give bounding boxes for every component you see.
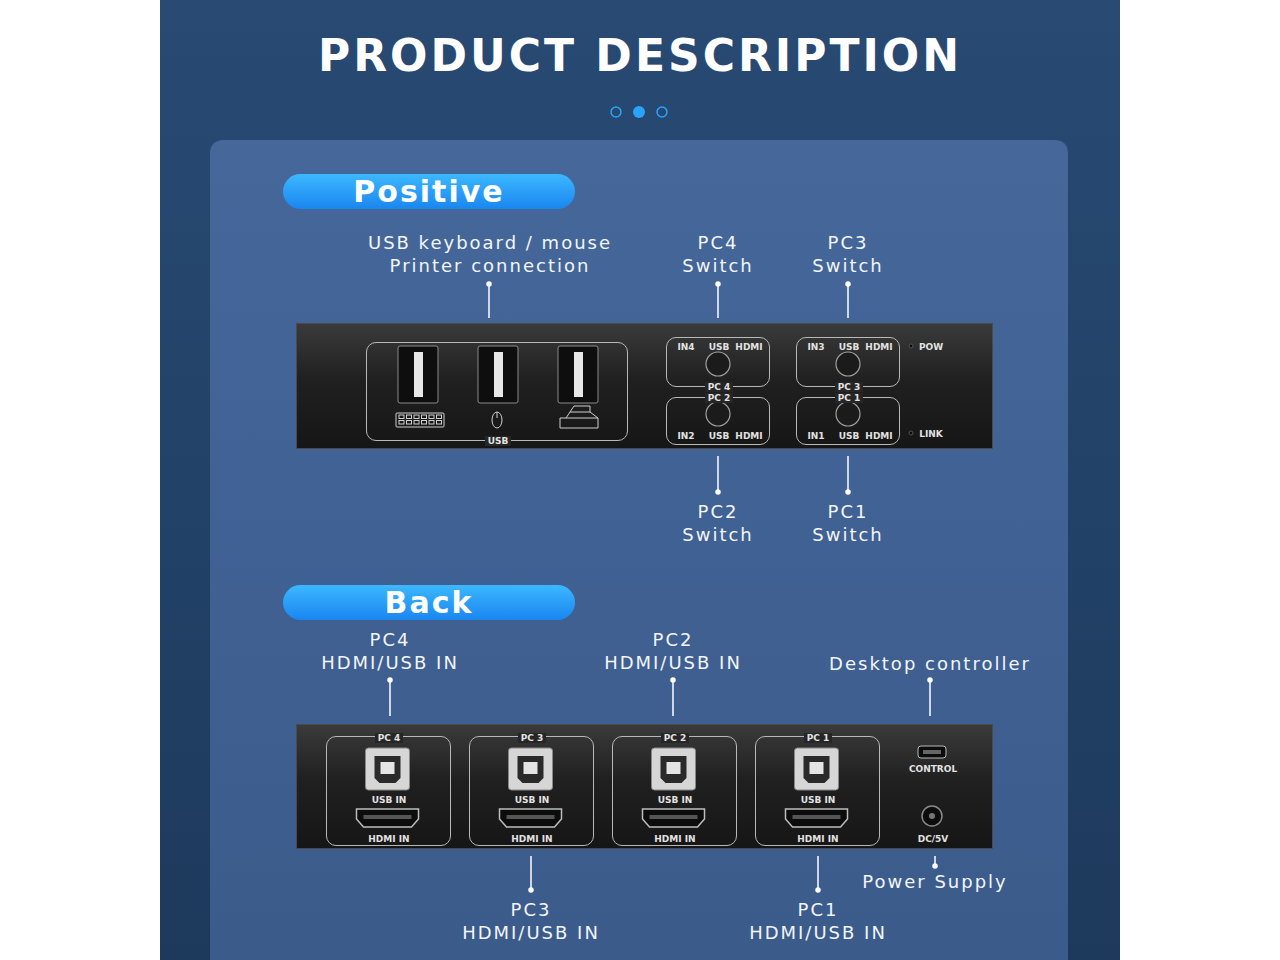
usb-b-tongue — [810, 762, 824, 774]
panel-label: IN1 — [807, 431, 824, 442]
switch-buttons — [706, 352, 860, 426]
usb-b-port — [652, 748, 696, 790]
hdmi-port — [357, 809, 419, 827]
callout-label: PC3 HDMI/USB IN — [439, 898, 623, 944]
usb-b-port — [366, 748, 410, 790]
page-dot — [633, 106, 645, 118]
callout-label: PC1 Switch — [789, 500, 907, 546]
hdmi-port — [643, 809, 705, 827]
panel-label: USB — [485, 436, 512, 447]
panel-label: USB IN — [515, 795, 550, 806]
section-pill: Back — [283, 585, 575, 620]
key — [399, 415, 404, 419]
panel-label: DC/5V — [918, 834, 949, 845]
panel-label: PC 1 — [835, 393, 864, 404]
usb-b-port — [509, 748, 553, 790]
key — [429, 415, 434, 419]
panel-label: PC 4 — [705, 382, 734, 393]
hdmi-contacts — [793, 815, 841, 819]
usb-b-tongue — [524, 762, 538, 774]
leds — [909, 344, 913, 435]
usb-a-ports — [398, 346, 598, 403]
panel-label: HDMI IN — [797, 834, 838, 845]
panel-label: IN4 — [677, 342, 694, 353]
panel-label: POW — [919, 342, 943, 353]
page-dot — [657, 107, 667, 117]
panel-label: PC 4 — [375, 733, 404, 744]
callout-label: PC3 Switch — [789, 231, 907, 277]
callout-label: Desktop controller — [829, 652, 1031, 675]
page-dot — [611, 107, 621, 117]
usb-b-socket — [375, 756, 401, 783]
panel-label: HDMI IN — [654, 834, 695, 845]
usb-b-tongue — [667, 762, 681, 774]
key — [407, 421, 412, 425]
key — [414, 421, 419, 425]
panel-label: PC 1 — [804, 733, 833, 744]
callout-label: PC2 HDMI/USB IN — [581, 628, 765, 674]
key — [407, 415, 412, 419]
panel-label: HDMI IN — [511, 834, 552, 845]
panel-label: USB — [839, 342, 860, 353]
key — [437, 415, 442, 419]
page-title: PRODUCT DESCRIPTION — [318, 30, 962, 83]
hdmi-contacts — [364, 815, 412, 819]
callout-label: PC2 Switch — [659, 500, 777, 546]
hdmi-contacts — [650, 815, 698, 819]
port-icons — [396, 406, 598, 428]
section-pill: Positive — [283, 174, 575, 209]
hdmi-contacts — [507, 815, 555, 819]
usb-b-socket — [804, 756, 830, 783]
callout-label: Power Supply — [862, 870, 1007, 893]
usb-b-tongue — [381, 762, 395, 774]
callout-label: PC4 Switch — [659, 231, 777, 277]
control-port — [918, 746, 946, 758]
panel-label: USB IN — [801, 795, 836, 806]
key — [399, 421, 404, 425]
hdmi-port — [500, 809, 562, 827]
usb-b-socket — [661, 756, 687, 783]
panel-label: CONTROL — [909, 764, 957, 775]
leader-lines — [388, 282, 937, 892]
key — [429, 421, 434, 425]
panel-label: USB — [709, 431, 730, 442]
panel-label: IN2 — [677, 431, 694, 442]
panel-label: USB IN — [372, 795, 407, 806]
card — [210, 140, 1068, 960]
panel-label: USB — [839, 431, 860, 442]
panel-label: PC 2 — [661, 733, 690, 744]
panel-label: IN3 — [807, 342, 824, 353]
callout-label: PC4 HDMI/USB IN — [298, 628, 482, 674]
usb-b-port — [795, 748, 839, 790]
key — [422, 421, 427, 425]
key — [414, 415, 419, 419]
panel-label: HDMI — [865, 431, 892, 442]
panel-label: HDMI — [735, 431, 762, 442]
panel-label: LINK — [919, 429, 943, 440]
panel-label: PC 3 — [835, 382, 864, 393]
callout-label: PC1 HDMI/USB IN — [726, 898, 910, 944]
panel-label: HDMI — [735, 342, 762, 353]
dc-jack — [922, 806, 942, 826]
section-heading: Back — [385, 585, 474, 621]
callout-label: USB keyboard / mouse Printer connection — [265, 231, 715, 277]
hdmi-port — [786, 809, 848, 827]
key — [437, 421, 442, 425]
panel-label: PC 2 — [705, 393, 734, 404]
panel-label: USB IN — [658, 795, 693, 806]
usb-b-socket — [518, 756, 544, 783]
back-ports — [357, 748, 848, 827]
panel-label: PC 3 — [518, 733, 547, 744]
panel-label: USB — [709, 342, 730, 353]
panel-label: HDMI IN — [368, 834, 409, 845]
panel-label: HDMI — [865, 342, 892, 353]
section-heading: Positive — [353, 174, 504, 210]
panel — [160, 0, 1120, 960]
key — [422, 415, 427, 419]
